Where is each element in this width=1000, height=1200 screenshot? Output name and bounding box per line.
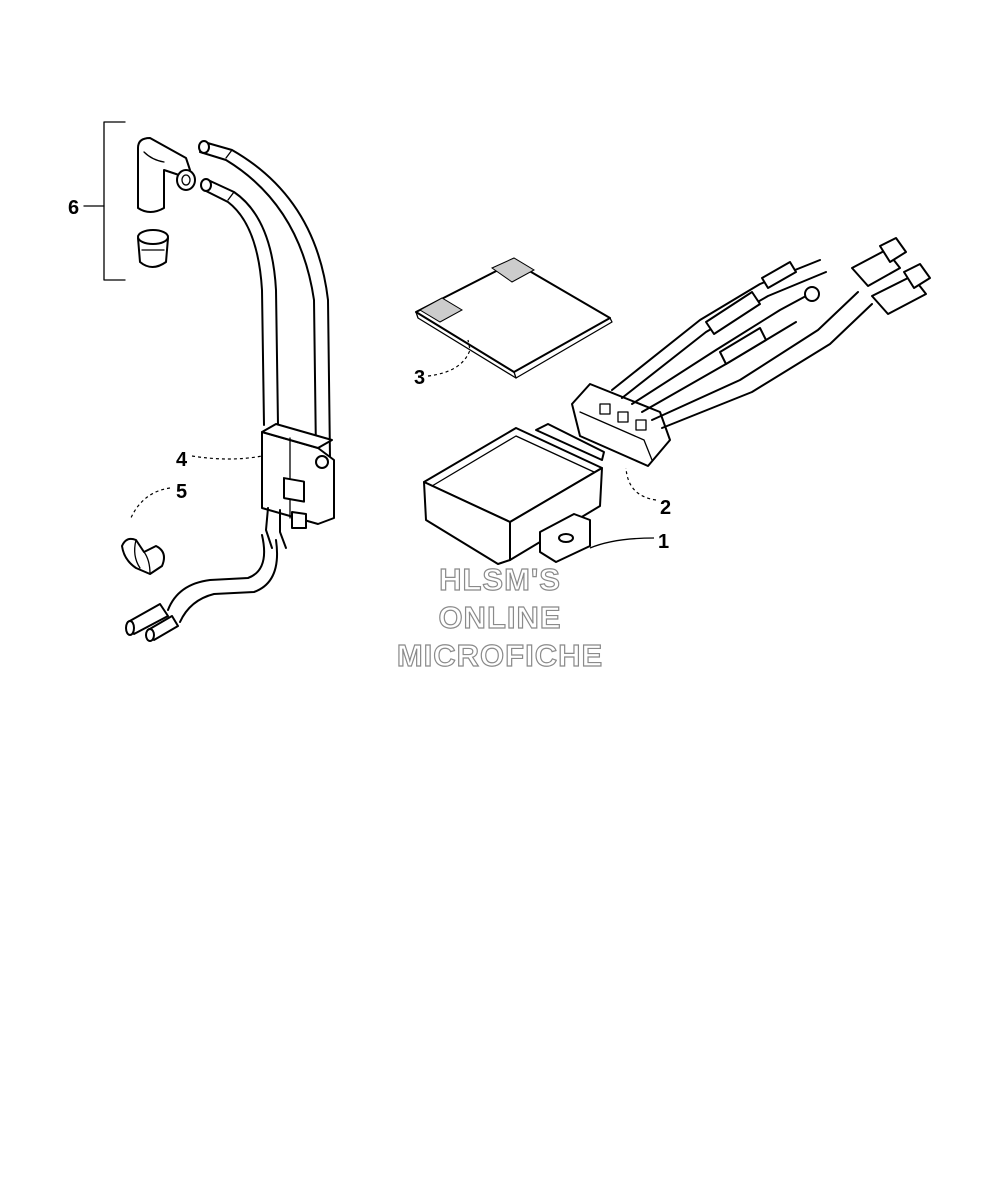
watermark: HLSM'S ONLINE MICROFICHE — [396, 561, 603, 673]
part-2-wiring-harness — [571, 237, 931, 467]
part-5-clip — [121, 537, 165, 575]
watermark-line-2: ONLINE — [438, 600, 561, 635]
part-1-cdi-box — [423, 423, 605, 565]
callout-5: 5 — [176, 481, 187, 503]
callout-2: 2 — [660, 497, 671, 519]
part-3-decal-sheet — [415, 257, 613, 379]
part-6-spark-plug-cap — [83, 121, 196, 281]
callouts: 6 3 4 5 2 1 — [68, 197, 671, 553]
callout-4: 4 — [176, 449, 188, 471]
watermark-line-3: MICROFICHE — [397, 638, 603, 673]
callout-3: 3 — [414, 367, 425, 389]
part-4-ignition-coil — [125, 140, 335, 642]
watermark-line-1: HLSM'S — [439, 562, 561, 597]
callout-6: 6 — [68, 197, 79, 219]
callout-1: 1 — [658, 531, 669, 553]
